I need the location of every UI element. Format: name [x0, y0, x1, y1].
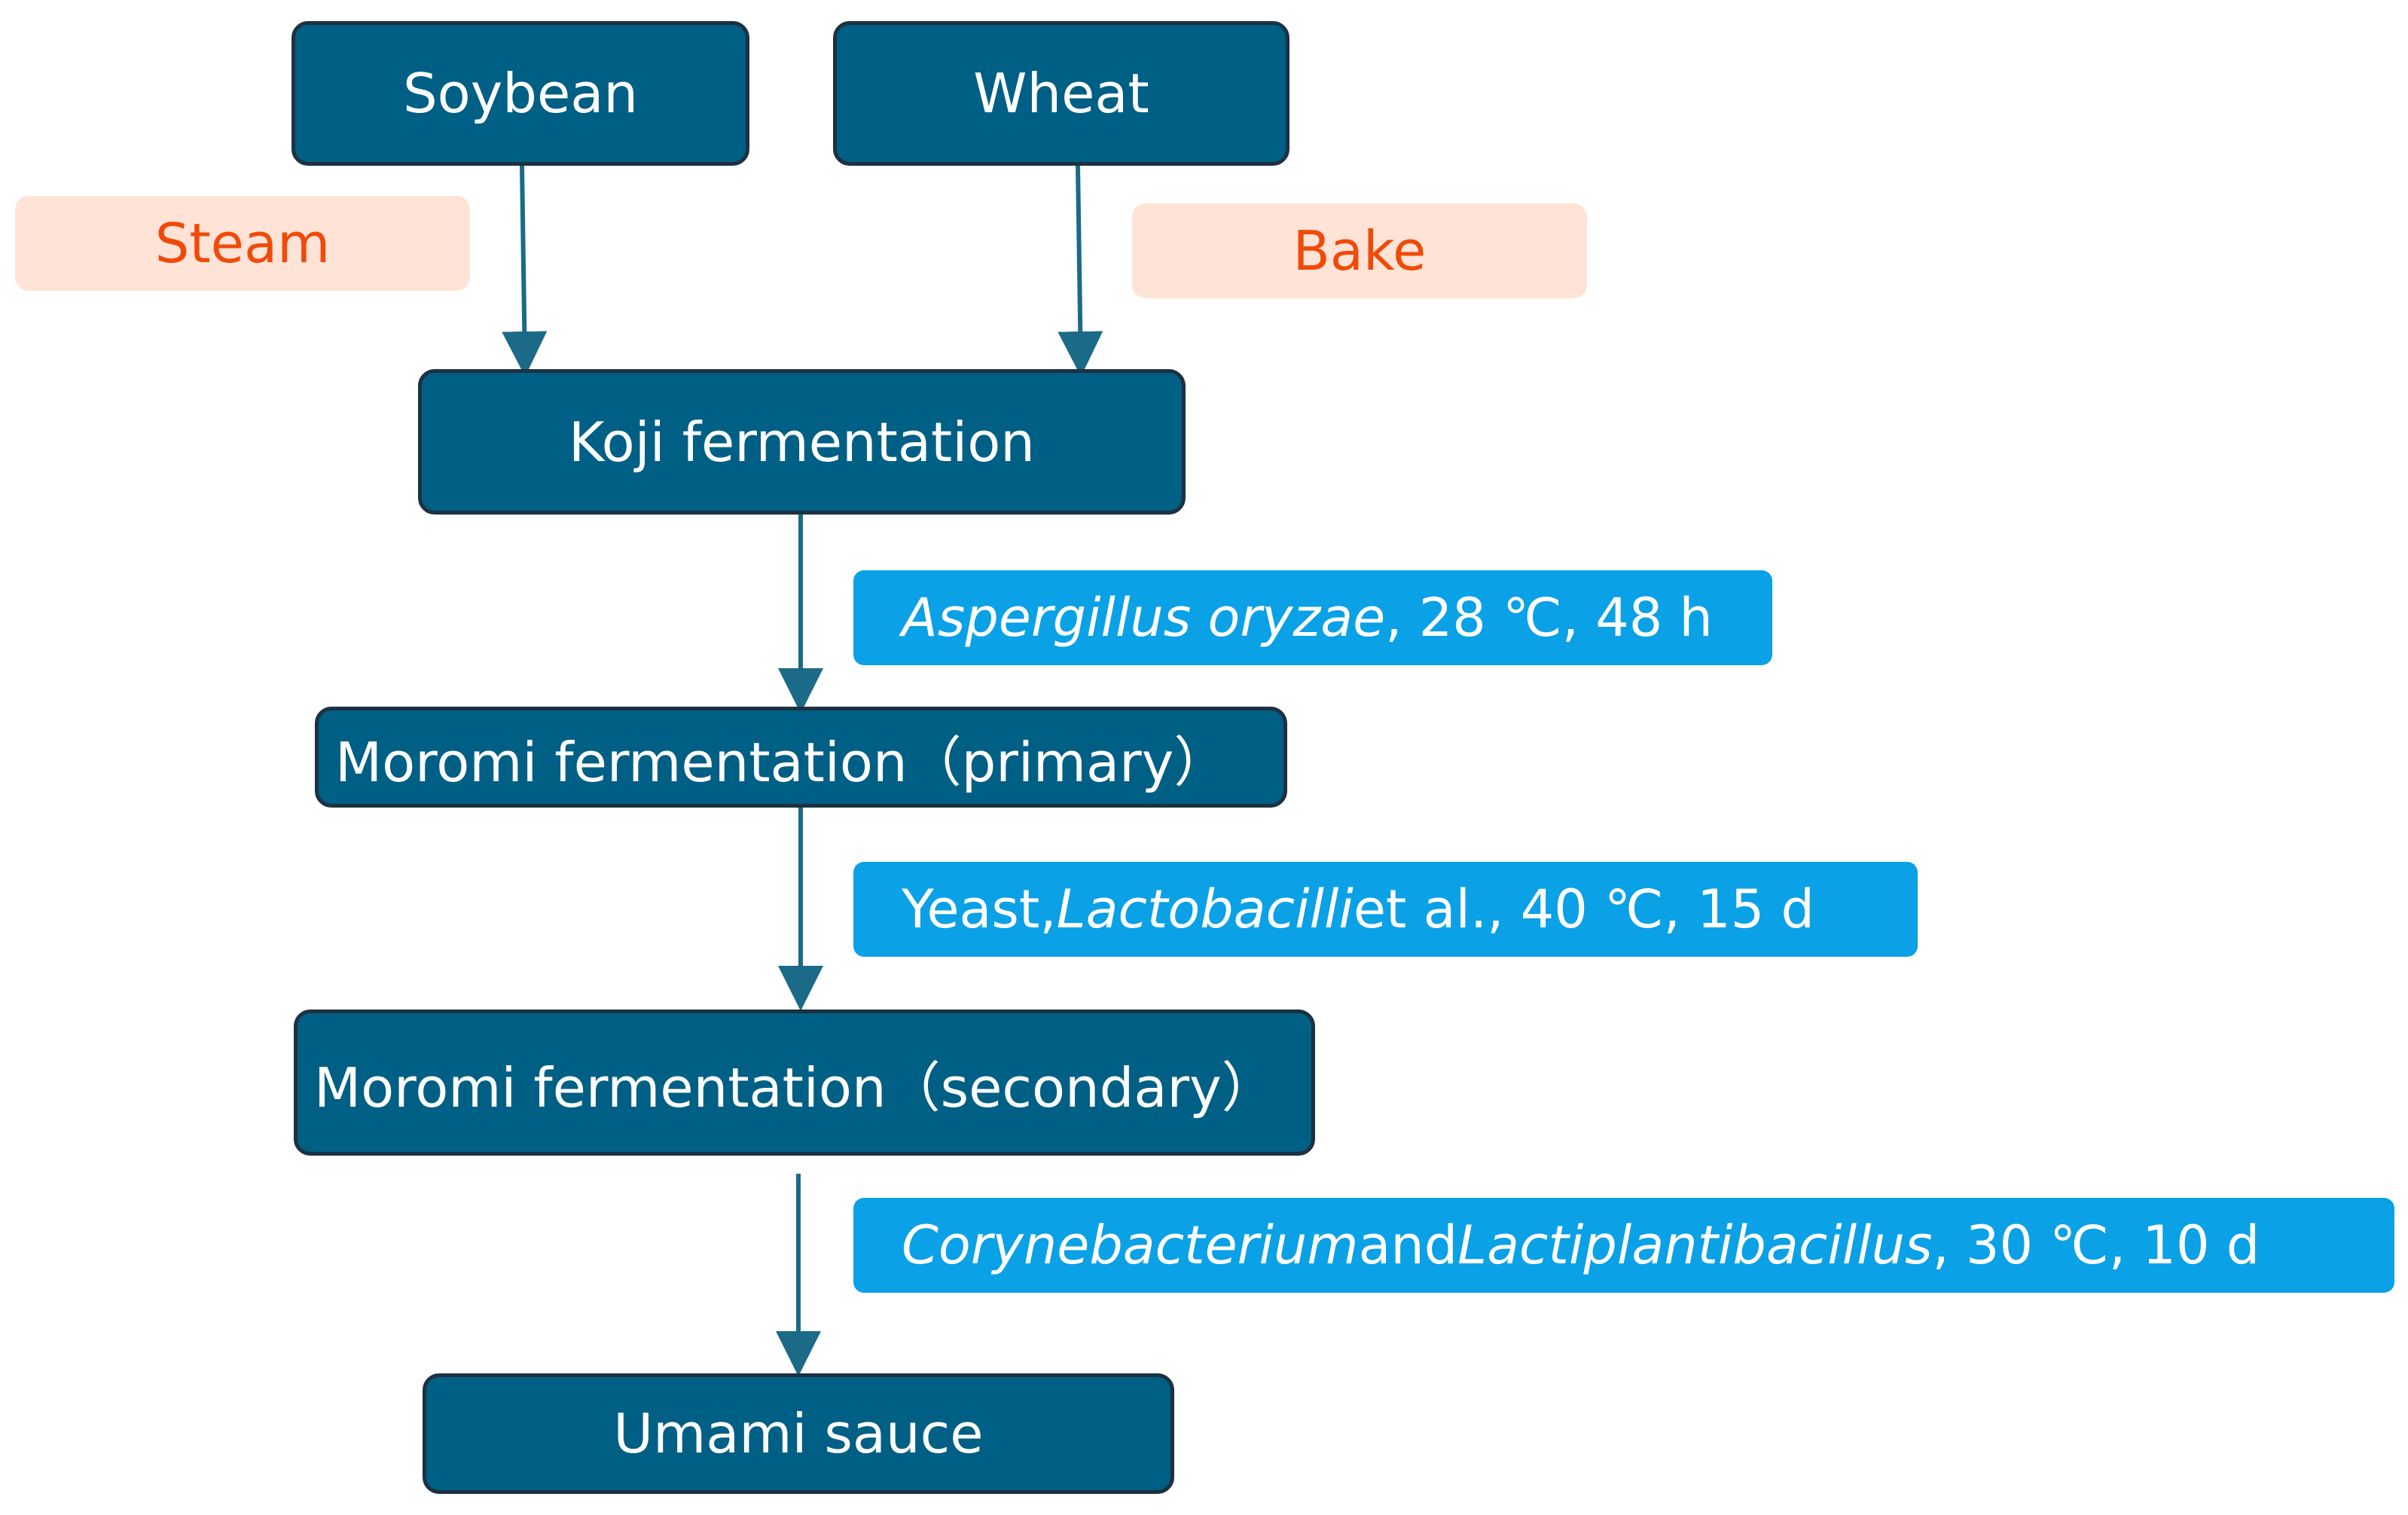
secondary-conditions-label: Corynebacterium and Lactiplantibacillus … — [853, 1198, 2394, 1293]
umami-sauce-node: Umami sauce — [423, 1373, 1174, 1494]
arrow-soybean-to-koji — [502, 165, 548, 377]
koji-organism: Aspergillus oryzae — [902, 587, 1386, 649]
secondary-organism-2: Lactiplantibacillus — [1457, 1214, 1933, 1276]
secondary-params: , 30 ℃, 10 d — [1932, 1214, 2260, 1276]
primary-organism: Lactobacilli — [1056, 878, 1354, 940]
arrow-wheat-to-koji — [1058, 165, 1103, 377]
bake-process-label: Bake — [1132, 203, 1587, 298]
primary-params: et al., 40 ℃, 15 d — [1353, 878, 1814, 940]
koji-params: , 28 ℃, 48 h — [1385, 587, 1713, 649]
wheat-node: Wheat — [833, 21, 1289, 166]
koji-fermentation-node: Koji fermentation — [418, 369, 1186, 515]
primary-lead: Yeast, — [902, 878, 1057, 940]
moromi-secondary-node: Moromi fermentation（secondary） — [294, 1009, 1315, 1156]
soybean-node: Soybean — [291, 21, 749, 166]
secondary-joiner: and — [1358, 1214, 1458, 1276]
primary-conditions-label: Yeast, Lactobacilli et al., 40 ℃, 15 d — [853, 862, 1918, 957]
koji-conditions-label: Aspergillus oryzae, 28 ℃, 48 h — [853, 570, 1772, 665]
steam-process-label: Steam — [15, 196, 470, 291]
secondary-organism-1: Corynebacterium — [902, 1214, 1359, 1276]
moromi-primary-node: Moromi fermentation（primary） — [315, 707, 1287, 808]
